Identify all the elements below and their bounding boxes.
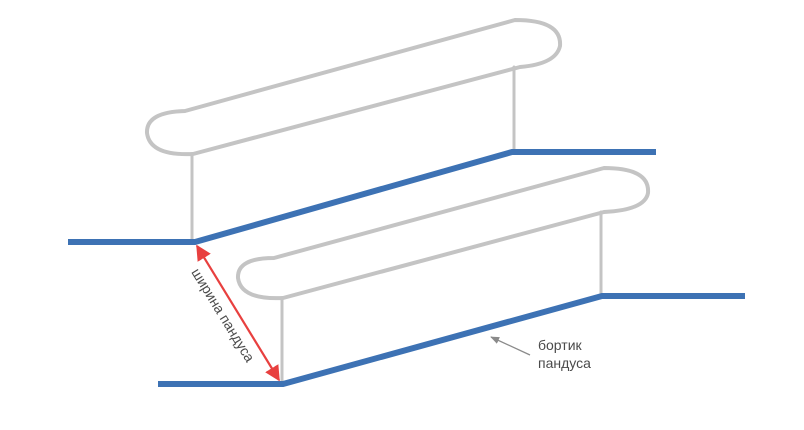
front-handrail-bar [236, 166, 651, 301]
back-handrail-bar [145, 18, 563, 157]
curb-label-line1: бортик [538, 337, 583, 353]
curb-label-line2: пандуса [538, 355, 591, 371]
front-ramp-curb [158, 293, 745, 387]
curb-pointer-arrow [490, 336, 531, 356]
back-handrail [145, 18, 563, 244]
back-ramp-curb [68, 149, 656, 245]
ramp-width-arrow [196, 244, 280, 382]
front-handrail [236, 166, 651, 386]
